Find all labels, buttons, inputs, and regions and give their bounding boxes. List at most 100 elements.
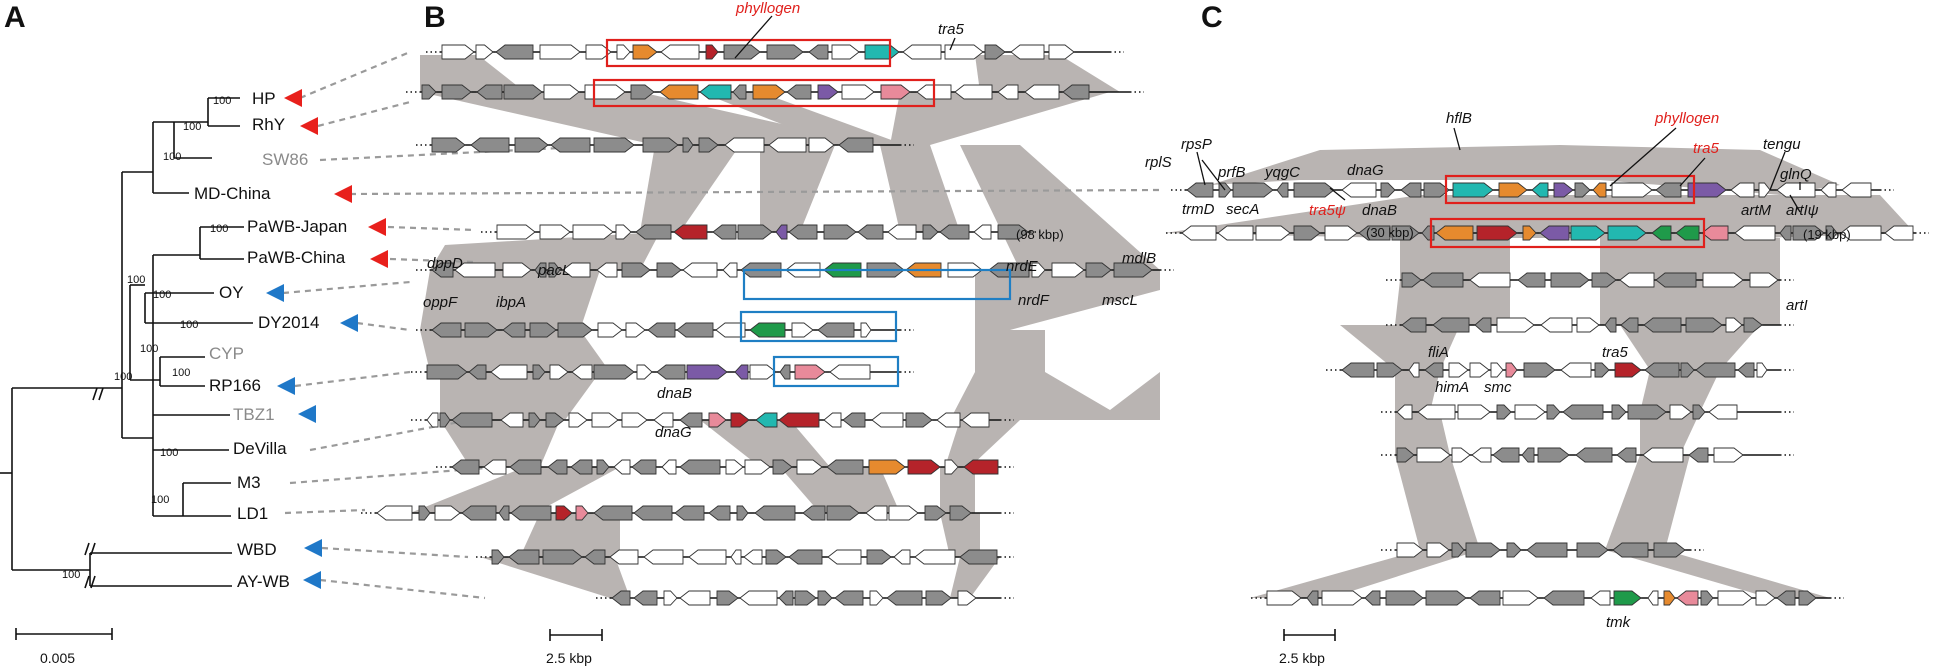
gene-arrow [470,137,510,153]
gene-arrow [1385,590,1424,606]
callout-line [1679,157,1706,187]
gene-label: nrdE [1006,258,1039,275]
gene-arrow [1376,362,1403,378]
gene-arrow [496,224,536,240]
taxon-marker-icon [277,377,295,395]
gene-label: oppF [423,294,458,311]
gene-arrow [1560,362,1592,378]
gene-label: dnaG [1347,162,1384,179]
gene-arrow [1611,182,1653,198]
branch-break-mark [84,575,96,589]
gene-arrow [1490,362,1504,378]
gene-arrow [1396,447,1415,463]
gene-arrow [1676,590,1699,606]
inline-size-label: (98 kbp) [1016,227,1064,242]
gene-arrow [539,224,571,240]
gene-arrow [1113,262,1153,278]
gene-arrow [957,590,977,606]
gene-arrow [451,412,493,428]
gene-arrow [1642,447,1684,463]
gene-arrow [698,137,719,153]
taxon-label: LD1 [237,504,268,523]
gene-arrow [1651,225,1672,241]
gene-arrow [831,44,860,60]
gene-label: tra5 [938,21,965,38]
gene-arrow [808,137,835,153]
gene-arrow [838,137,874,153]
gene-arrow [1749,272,1779,288]
gene-arrow [1417,404,1456,420]
gene-label: rpsP [1181,136,1212,153]
gene-arrow [682,262,718,278]
gene-arrow [528,412,541,428]
gene-arrow [1085,262,1112,278]
gene-label-tra5-pseudo: tra5ψ [1309,202,1346,219]
gene-arrow [633,505,673,521]
gene-arrow [1422,272,1464,288]
gene-arrow [768,137,807,153]
gene-arrow [418,505,431,521]
synteny-band [700,420,830,467]
synteny-band [420,270,600,330]
gene-arrow [772,459,793,475]
gene-arrow [1546,404,1561,420]
taxon-marker-icon [368,218,386,236]
synteny-band [1395,412,1450,455]
gene-arrow [1181,225,1217,241]
gene-arrow [510,505,552,521]
gene-arrow [542,549,583,565]
gene-label: artI [1786,297,1808,314]
gene-arrow [869,590,884,606]
gene-arrow [461,505,497,521]
bootstrap-value: 100 [172,367,190,379]
taxon-label: OY [219,283,244,302]
gene-label-phyllogen: phyllogen [735,0,800,17]
gene-arrow [1217,225,1254,241]
synteny-band [780,467,900,513]
gene-arrow [1692,404,1706,420]
gene-label: mscL [1102,292,1138,309]
gene-arrow [1713,447,1744,463]
gene-arrow [1031,262,1046,278]
gene-arrow [722,262,738,278]
gene-arrow [508,549,540,565]
gene-arrow [1451,447,1471,463]
gene-arrow [752,84,786,100]
gene-arrow [441,44,475,60]
gene-arrow [1708,404,1738,420]
gene-label: rplS [1145,154,1172,171]
gene-arrow [545,412,565,428]
gene-arrow [949,505,972,521]
gene-arrow [961,412,990,428]
gene-arrow [1321,590,1363,606]
gene-arrow [1594,362,1610,378]
gene-arrow [788,224,818,240]
gene-arrow [944,44,984,60]
gene-label: artIψ [1786,202,1819,219]
gene-arrow [841,84,875,100]
gene-arrow [1655,272,1697,288]
gene-arrow [1776,590,1796,606]
gene-arrow [468,364,487,380]
bootstrap-value: 100 [151,494,169,506]
gene-arrow [778,412,820,428]
gene-arrow [633,590,658,606]
bootstrap-value: 100 [140,343,158,355]
gene-arrow [635,224,672,240]
taxon-label: AY-WB [237,572,290,591]
gene-arrow [660,44,700,60]
gene-label: smc [1484,379,1512,396]
gene-arrow [1457,404,1491,420]
tree-leader-line [389,257,476,264]
gene-arrow [1293,182,1335,198]
gene-arrow [925,590,952,606]
gene-arrow [1391,225,1420,241]
gene-arrow [653,412,674,428]
gene-arrow [1756,362,1768,378]
gene-arrow [676,322,714,338]
gene-arrow [475,44,494,60]
gene-arrow [1496,404,1512,420]
gene-arrow [659,84,699,100]
gene-arrow [549,364,569,380]
synteny-band [975,330,1045,372]
